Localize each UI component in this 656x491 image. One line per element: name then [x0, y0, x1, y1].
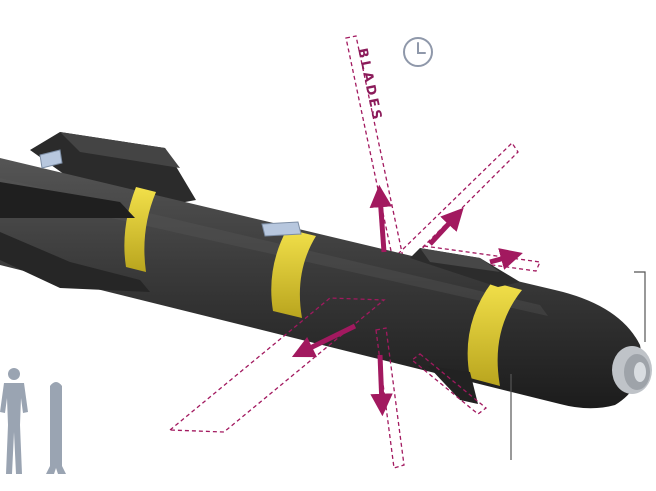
person-silhouette [0, 368, 28, 474]
mount-rails [39, 149, 302, 237]
mount-rail-rear [39, 149, 63, 169]
fin-front-lower [428, 366, 478, 404]
blade-outline-lower-right [410, 353, 488, 415]
fin-left-lower [0, 232, 150, 292]
fin-left-side [0, 182, 135, 218]
mount-rail-middle [261, 221, 302, 237]
fin-front-upper-shade [420, 248, 500, 272]
arrow-up [369, 184, 393, 253]
arrow-down [370, 354, 393, 417]
band-2 [271, 229, 316, 318]
arrow-right [489, 248, 523, 270]
band-1 [124, 187, 156, 272]
blade-outline-lower [375, 327, 405, 469]
clock-icon [403, 37, 433, 67]
leader-nose [634, 271, 646, 342]
blades-label-text: BLADES [354, 47, 384, 124]
blade-outline-upper-right [397, 141, 519, 263]
yellow-bands [124, 187, 522, 386]
leader-lines [510, 271, 646, 460]
seeker-nose [612, 346, 652, 394]
front-fins [0, 182, 520, 404]
arrow-up-right [428, 207, 464, 246]
blade-outline-upper [345, 35, 405, 266]
band-3 [467, 282, 522, 386]
missile-silhouette [46, 382, 66, 474]
blade-outlines-front [168, 297, 488, 469]
scale-silhouettes [0, 368, 66, 474]
deploy-arrows [291, 184, 523, 417]
blades-label: BLADES [354, 47, 384, 124]
arrow-left [291, 323, 357, 358]
fin-top-rear-highlight [60, 132, 180, 168]
blade-outline-left [168, 297, 386, 433]
